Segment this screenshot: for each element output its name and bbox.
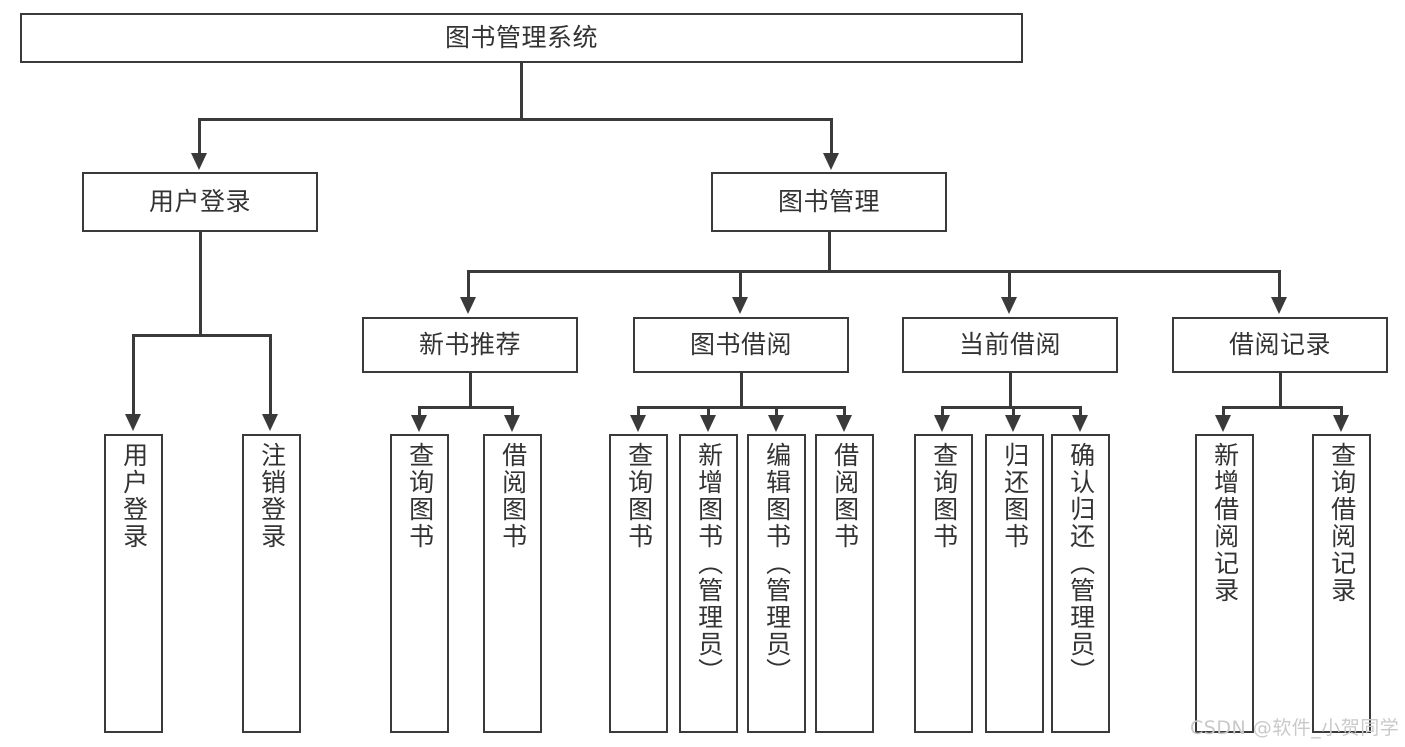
node-user-login-label: 用户登录 (148, 187, 251, 217)
node-leaf-query-book-1[interactable]: 查询图书 (390, 434, 449, 733)
edge-book-manage-stem (828, 232, 831, 272)
arrow-root-to-book-manage (823, 153, 839, 170)
edge-cb-to-leaf-1 (941, 406, 944, 418)
node-leaf-return-book[interactable]: 归还图书 (985, 434, 1044, 733)
edge-bm-to-current-borrow (1008, 270, 1011, 299)
edge-root-stem (520, 63, 523, 119)
arrow-user-login-to-leaf-2 (262, 414, 278, 431)
node-leaf-query-book-3[interactable]: 查询图书 (914, 434, 973, 733)
node-leaf-edit-book-label: 编辑图书（管理员） (762, 442, 792, 685)
edge-new-book-bus (418, 406, 513, 409)
node-leaf-query-book-1-label: 查询图书 (405, 442, 435, 550)
node-book-manage[interactable]: 图书管理 (711, 172, 947, 232)
node-leaf-borrow-book-2-label: 借阅图书 (830, 442, 860, 550)
edge-current-borrow-stem (1009, 373, 1012, 408)
arrow-bm-to-borrow-record (1271, 297, 1287, 314)
arrow-bb-to-leaf-3 (768, 415, 784, 432)
node-current-borrow[interactable]: 当前借阅 (902, 317, 1118, 373)
node-leaf-query-book-3-label: 查询图书 (929, 442, 959, 550)
arrow-bb-to-leaf-4 (836, 415, 852, 432)
arrow-user-login-to-leaf-1 (125, 414, 141, 431)
node-borrow-record-label: 借阅记录 (1228, 330, 1331, 360)
node-leaf-confirm-return-label: 确认归还（管理员） (1066, 442, 1096, 685)
edge-nb-to-leaf-2 (511, 406, 514, 418)
node-leaf-add-book-label: 新增图书（管理员） (694, 442, 724, 685)
node-book-borrow[interactable]: 图书借阅 (633, 317, 849, 373)
node-leaf-add-book[interactable]: 新增图书（管理员） (679, 434, 738, 733)
arrow-nb-to-leaf-2 (504, 415, 520, 432)
node-leaf-query-book-2[interactable]: 查询图书 (609, 434, 668, 733)
edge-bm-to-borrow-record (1278, 270, 1281, 299)
edge-borrow-record-stem (1279, 373, 1282, 408)
node-leaf-query-record[interactable]: 查询借阅记录 (1312, 434, 1371, 733)
node-user-login[interactable]: 用户登录 (82, 172, 318, 232)
edge-book-manage-bus (467, 270, 1280, 273)
edge-root-to-user-login (198, 118, 201, 155)
edge-root-bus (198, 118, 832, 121)
node-book-manage-label: 图书管理 (777, 187, 880, 217)
node-leaf-borrow-book-1[interactable]: 借阅图书 (483, 434, 542, 733)
arrow-bm-to-new-book (460, 297, 476, 314)
edge-br-to-leaf-2 (1340, 406, 1343, 418)
node-leaf-return-book-label: 归还图书 (1000, 442, 1030, 550)
edge-user-login-bus (132, 334, 271, 337)
edge-cb-to-leaf-3 (1079, 406, 1082, 418)
node-borrow-record[interactable]: 借阅记录 (1172, 317, 1388, 373)
node-root-label: 图书管理系统 (444, 23, 598, 53)
edge-book-borrow-bus (637, 406, 846, 409)
csdn-watermark: CSDN @软件_小贺同学 (1190, 717, 1400, 739)
node-new-book-recommend[interactable]: 新书推荐 (362, 317, 578, 373)
node-book-borrow-label: 图书借阅 (689, 330, 792, 360)
node-leaf-borrow-book-2[interactable]: 借阅图书 (815, 434, 874, 733)
edge-bb-to-leaf-1 (637, 406, 640, 418)
arrow-bb-to-leaf-2 (700, 415, 716, 432)
arrow-br-to-leaf-1 (1215, 415, 1231, 432)
edge-user-login-stem (199, 232, 202, 336)
edge-new-book-stem (469, 373, 472, 408)
edge-user-login-to-leaf-1 (132, 334, 135, 416)
arrow-root-to-user-login (191, 153, 207, 170)
edge-book-borrow-stem (740, 373, 743, 408)
node-leaf-user-login[interactable]: 用户登录 (104, 434, 163, 733)
node-leaf-edit-book[interactable]: 编辑图书（管理员） (747, 434, 806, 733)
edge-bb-to-leaf-2 (707, 406, 710, 418)
arrow-bm-to-current-borrow (1001, 297, 1017, 314)
node-leaf-confirm-return[interactable]: 确认归还（管理员） (1051, 434, 1110, 733)
node-leaf-query-record-label: 查询借阅记录 (1327, 442, 1357, 604)
node-leaf-query-book-2-label: 查询图书 (624, 442, 654, 550)
arrow-cb-to-leaf-1 (934, 415, 950, 432)
arrow-nb-to-leaf-1 (411, 415, 427, 432)
edge-nb-to-leaf-1 (418, 406, 421, 418)
node-leaf-borrow-book-1-label: 借阅图书 (498, 442, 528, 550)
node-leaf-logout-label: 注销登录 (257, 442, 287, 550)
edge-bb-to-leaf-3 (775, 406, 778, 418)
edge-cb-to-leaf-2 (1012, 406, 1015, 418)
node-leaf-user-login-label: 用户登录 (119, 442, 149, 550)
edge-root-to-book-manage (830, 118, 833, 155)
edge-bb-to-leaf-4 (843, 406, 846, 418)
edge-borrow-record-bus (1222, 406, 1342, 409)
arrow-br-to-leaf-2 (1333, 415, 1349, 432)
edge-br-to-leaf-1 (1222, 406, 1225, 418)
edge-current-borrow-bus (941, 406, 1081, 409)
edge-user-login-to-leaf-2 (269, 334, 272, 416)
arrow-bm-to-book-borrow (732, 297, 748, 314)
node-leaf-logout[interactable]: 注销登录 (242, 434, 301, 733)
node-root-system[interactable]: 图书管理系统 (20, 13, 1023, 63)
node-leaf-add-record[interactable]: 新增借阅记录 (1195, 434, 1254, 733)
node-leaf-add-record-label: 新增借阅记录 (1210, 442, 1240, 604)
edge-bm-to-new-book (467, 270, 470, 299)
arrow-cb-to-leaf-2 (1005, 415, 1021, 432)
edge-bm-to-book-borrow (739, 270, 742, 299)
arrow-bb-to-leaf-1 (630, 415, 646, 432)
node-current-borrow-label: 当前借阅 (958, 330, 1061, 360)
arrow-cb-to-leaf-3 (1072, 415, 1088, 432)
node-new-book-recommend-label: 新书推荐 (418, 330, 521, 360)
